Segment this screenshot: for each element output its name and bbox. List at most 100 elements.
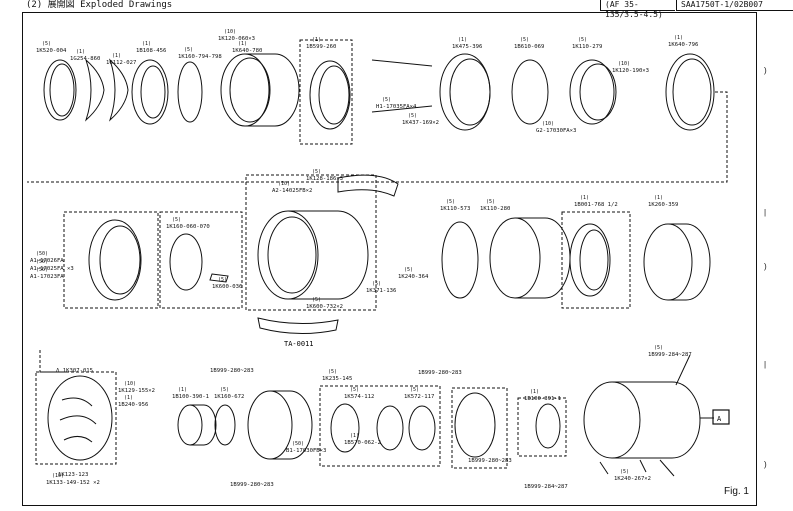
part-qty-r1f: (10) xyxy=(224,29,236,35)
part-number-r2m: A1-17025FA ×3 xyxy=(30,266,74,272)
margin-mark: | xyxy=(764,208,767,217)
part-number-r2b: A2-14025FB×2 xyxy=(272,188,312,194)
part-qty-r1p: (10) xyxy=(542,121,554,127)
part-qty-r1m: (10) xyxy=(618,61,630,67)
part-number-r1o: 1K437-169×2 xyxy=(402,120,439,126)
part-qty-r3b: (1) xyxy=(124,395,133,401)
part-number-r1n: H1-17035FA×4 xyxy=(376,104,417,110)
part-number-r1j: 1B610-069 xyxy=(514,44,544,50)
part-outer-barrel xyxy=(583,381,641,459)
ref-box-A-text: A xyxy=(717,415,722,423)
part-shade xyxy=(337,174,399,197)
part-number-r3i: 1B570-062-2 xyxy=(344,440,381,446)
part-number-r1h: 1B599-260 xyxy=(306,44,336,50)
part-number-r3f: 1K235-145 xyxy=(322,376,352,382)
part-number-r2k: 1K600-732×2 xyxy=(306,304,343,310)
part-qty-r3p: (5) xyxy=(620,469,629,475)
part-number-r3a: 1K129-155×2 xyxy=(118,388,155,394)
part-rear-lens xyxy=(535,403,561,449)
part-cam-cylinder xyxy=(47,375,113,461)
part-qty-r3n: (5) xyxy=(654,345,663,351)
part-number-r3m: 1B999-280~283 xyxy=(468,458,512,464)
header-model-code: (AF 35-135/3.5-4.5) xyxy=(600,0,675,19)
part-number-r3n: 1B999-284~287 xyxy=(648,352,692,358)
part-aperture-unit xyxy=(454,392,496,458)
margin-mark: ) xyxy=(764,460,767,469)
part-qty-r1o: (5) xyxy=(408,113,417,119)
part-inner-barrel xyxy=(257,210,319,300)
part-number-r3l: 1B100-391-1 xyxy=(524,396,561,402)
part-qty-r3d: (5) xyxy=(220,387,229,393)
part-number-r1e: 1K160-794-798 xyxy=(178,54,222,60)
part-grip-ring xyxy=(569,59,615,125)
part-qty-r1b: (1) xyxy=(76,49,85,55)
handwritten-note: Δ 1K307-015 xyxy=(56,368,93,374)
part-number-r1p: G2-17030FA×3 xyxy=(536,128,576,134)
part-thin-ring-672 xyxy=(214,404,236,446)
part-qty-r3c: (1) xyxy=(178,387,187,393)
margin-mark: ) xyxy=(764,262,767,271)
part-number-r2c: 1K160-060-070 xyxy=(166,224,210,230)
part-qty-r1i: (1) xyxy=(458,37,467,43)
part-number-r3k: 1B999-280~283 xyxy=(418,370,462,376)
part-number-r3o: 1B999-284~287 xyxy=(524,484,568,490)
part-rear-ring xyxy=(665,53,715,131)
part-cam-strips xyxy=(371,59,433,113)
part-number-r1d: 1B108-456 xyxy=(136,48,166,54)
part-thin-ring xyxy=(177,61,203,123)
figure-label: Fig. 1 xyxy=(723,486,749,497)
part-qty-r3h: (5) xyxy=(410,387,419,393)
part-aperture-blade-b xyxy=(408,405,436,451)
part-number-r1g: 1K640-780 xyxy=(232,48,262,54)
part-number-r1f: 1K120-060×3 xyxy=(218,36,255,42)
part-qty-r3j: (50) xyxy=(292,441,304,447)
part-aperture-blade-a xyxy=(376,405,404,451)
part-qty-r2b: (10) xyxy=(278,181,290,187)
part-qty-r2f: (1) xyxy=(580,195,589,201)
part-qty-r2g: (1) xyxy=(654,195,663,201)
part-qty-r3i: (1) xyxy=(350,433,359,439)
part-ring-069 xyxy=(511,59,549,125)
part-number-r1a: 1K520-004 xyxy=(36,48,67,54)
part-number-r2j: 1K371-136 xyxy=(366,288,396,294)
part-number-r3g: 1K574-112 xyxy=(344,394,374,400)
margin-mark: | xyxy=(764,360,767,369)
part-clip xyxy=(209,273,229,283)
part-qty-r3a: (10) xyxy=(124,381,136,387)
part-qty-r2d: (5) xyxy=(446,199,455,205)
part-qty-r3g: (5) xyxy=(350,387,359,393)
part-number-r1m: 1K120-190×3 xyxy=(612,68,649,74)
part-qty-r3s: (10) xyxy=(52,473,64,479)
part-qty-r1c: (1) xyxy=(112,53,121,59)
part-qty-r2i: (5) xyxy=(404,267,413,273)
part-filter-ring xyxy=(43,59,77,121)
part-number-r1i: 1K475-396 xyxy=(452,44,482,50)
part-qty-r1n: (5) xyxy=(382,97,391,103)
part-qty-r3l: (1) xyxy=(530,389,539,395)
margin-mark: ) xyxy=(764,66,767,75)
part-number-r3q: 1B999-280~283 xyxy=(230,482,274,488)
part-qty-r2c: (5) xyxy=(172,217,181,223)
part-small-lens xyxy=(177,404,203,446)
part-number-r3e: 1B999-280~283 xyxy=(210,368,254,374)
part-aperture-plate xyxy=(330,403,360,453)
part-qty-r1h: (1) xyxy=(312,37,321,43)
part-qty-r1a: (5) xyxy=(42,41,51,47)
part-qty-r1k: (5) xyxy=(578,37,587,43)
part-zoom-ring xyxy=(643,223,693,301)
part-number-r3p: 1K240-267×2 xyxy=(614,476,651,482)
part-number-r3j: B1-17030FB×3 xyxy=(286,448,326,454)
part-knurled-ring xyxy=(489,217,541,299)
part-number-r2n: A1-17023FA xyxy=(30,274,64,280)
section-text: TA-0011 xyxy=(284,340,314,348)
part-qty-r2l: (50) xyxy=(36,251,48,257)
part-qty-r1e: (5) xyxy=(184,47,193,53)
part-number-r1k: 1K110-279 xyxy=(572,44,602,50)
part-qty-r2h: (5) xyxy=(218,277,227,283)
part-labels: (5)1K520-004(1)1G254-860(1)1G112-027(1)1… xyxy=(30,29,698,490)
part-qty-r2e: (5) xyxy=(486,199,495,205)
part-qty-r2a: (5) xyxy=(312,169,321,175)
part-number-r1c: 1G112-027 xyxy=(106,60,136,66)
part-cap-half-left xyxy=(84,58,105,122)
